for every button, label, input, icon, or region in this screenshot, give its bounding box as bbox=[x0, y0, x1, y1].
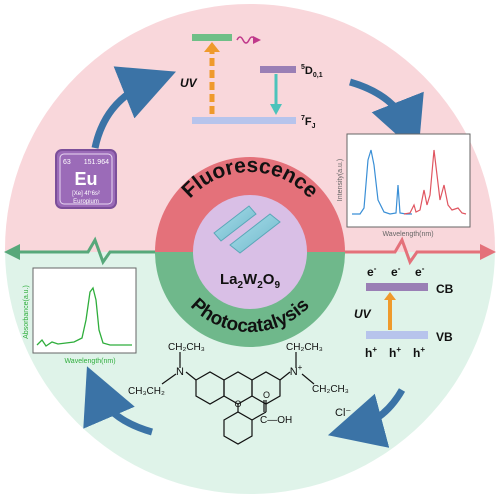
excited-level bbox=[192, 34, 232, 41]
rhodamine-molecule bbox=[161, 352, 315, 445]
ground-level bbox=[192, 117, 296, 124]
electron-3: e- bbox=[415, 264, 425, 279]
emission-spectrum: Intensity(a.u.) Wavelength(nm) bbox=[337, 133, 471, 238]
blue-emission-trace bbox=[352, 149, 412, 215]
atomic-mass: 151.964 bbox=[84, 159, 109, 166]
left-top-ethyl: CH₂CH₃ bbox=[168, 342, 205, 353]
ring-oxygen: O bbox=[234, 399, 241, 409]
absorbance-xlabel: Wavelength(nm) bbox=[64, 358, 115, 365]
hole-3: h+ bbox=[413, 345, 425, 360]
emission-xlabel: Wavelength(nm) bbox=[382, 231, 433, 238]
center-ring: La2W2O9 bbox=[155, 157, 345, 347]
arrow-top-left bbox=[91, 66, 176, 149]
right-side-ethyl: CH₂CH₃ bbox=[312, 384, 349, 395]
red-emission-trace bbox=[403, 149, 467, 215]
molecule-labels: N CH₂CH₃ CH₃CH₂ N+ CH₂CH₃ CH₂CH₃ O O C—O… bbox=[128, 342, 351, 426]
arrow-top-right bbox=[349, 78, 424, 155]
absorbance-ylabel: Absorbance(a.u.) bbox=[23, 285, 30, 339]
energy-level-diagram: UV 5D0,1 7FJ bbox=[180, 34, 323, 130]
level-7f-label: 7FJ bbox=[301, 115, 316, 130]
left-side-ethyl: CH₃CH₂ bbox=[128, 386, 165, 397]
electron-1: e- bbox=[367, 264, 377, 279]
left-n-atom: N bbox=[176, 366, 184, 378]
electron-2: e- bbox=[391, 264, 401, 279]
right-n-atom: N+ bbox=[290, 363, 303, 378]
conduction-band bbox=[366, 283, 428, 291]
hole-2: h+ bbox=[389, 345, 401, 360]
emission-ylabel: Intensity(a.u.) bbox=[337, 159, 344, 201]
level-5d-label: 5D0,1 bbox=[301, 64, 323, 79]
atomic-number: 63 bbox=[63, 159, 71, 166]
carboxylic-acid: C—OH bbox=[260, 415, 292, 426]
band-diagram: e- e- e- CB VB UV h+ h+ h+ bbox=[354, 264, 454, 360]
relaxation-squiggle bbox=[236, 36, 256, 44]
valence-band bbox=[366, 331, 428, 339]
chloride-ion: Cl⁻ bbox=[335, 407, 351, 419]
formula-label: La2W2O9 bbox=[220, 271, 280, 291]
element-name: Europium bbox=[73, 199, 99, 205]
arrow-bottom-right bbox=[327, 388, 406, 448]
nanorods-icon bbox=[213, 205, 281, 254]
element-symbol: Eu bbox=[74, 169, 97, 189]
uv-label-top: UV bbox=[180, 76, 198, 90]
cycle-arrows bbox=[83, 66, 424, 448]
hole-1: h+ bbox=[365, 345, 377, 360]
level-5d bbox=[260, 66, 296, 73]
uv-label-band: UV bbox=[354, 307, 372, 321]
divider-line bbox=[4, 236, 496, 266]
right-top-ethyl: CH₂CH₃ bbox=[286, 342, 323, 353]
absorbance-spectrum: Absorbance(a.u.) Wavelength(nm) bbox=[23, 267, 137, 365]
europium-tile: 63 151.964 Eu [Xe] 4f⁷6s² Europium bbox=[55, 149, 117, 209]
vb-label: VB bbox=[436, 330, 453, 344]
carbonyl-oxygen: O bbox=[263, 390, 270, 400]
green-absorbance-trace bbox=[36, 286, 132, 347]
electron-config: [Xe] 4f⁷6s² bbox=[72, 190, 100, 197]
cb-label: CB bbox=[436, 282, 454, 296]
arrow-bottom-left bbox=[83, 366, 153, 436]
